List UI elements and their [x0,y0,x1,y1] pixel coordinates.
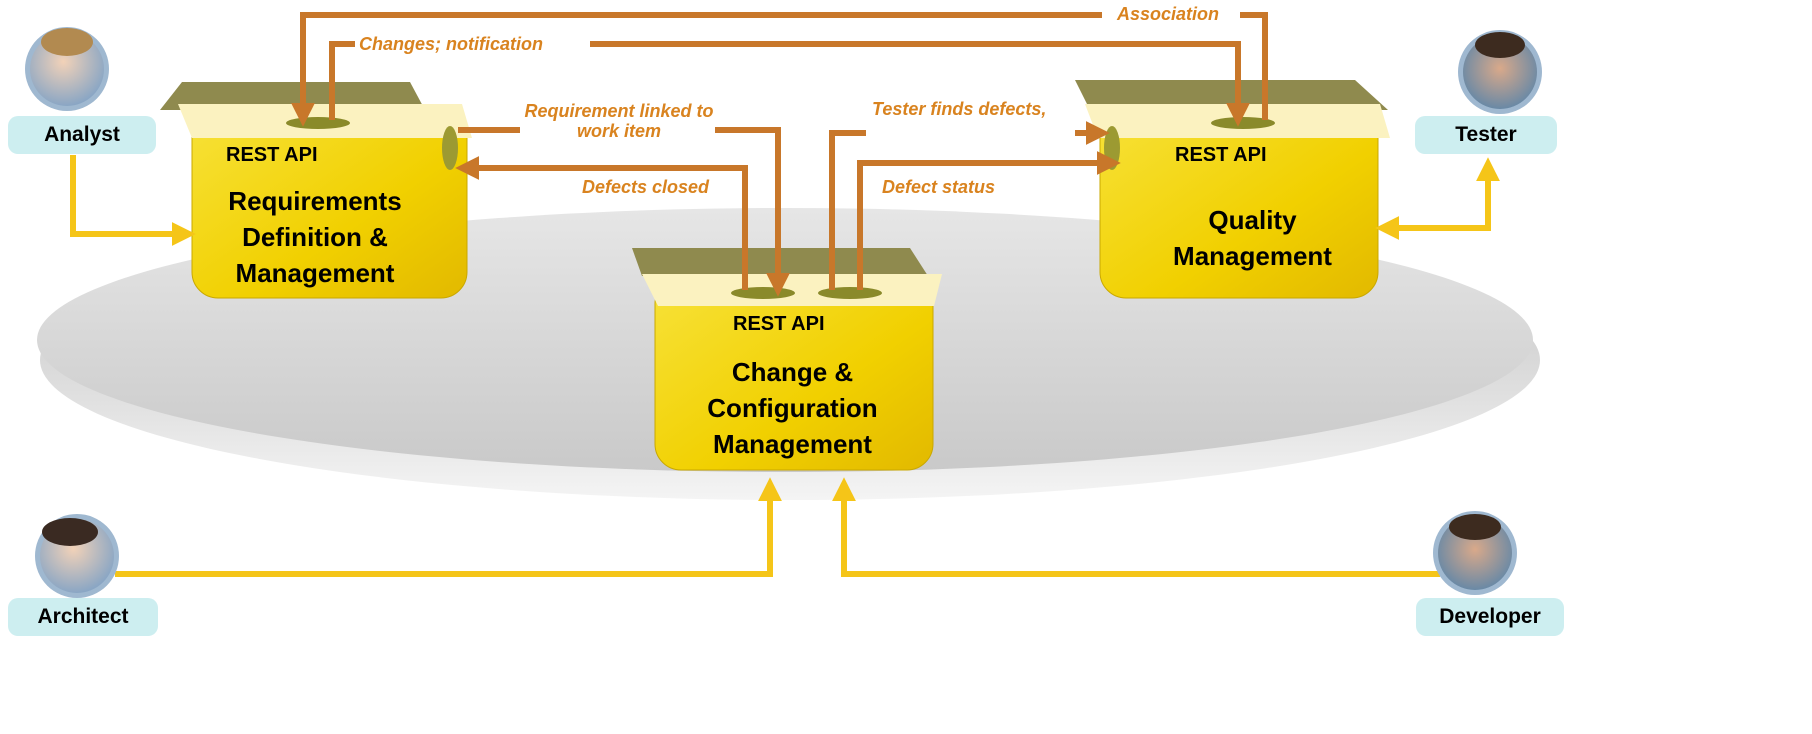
quality-box[interactable] [1075,80,1390,299]
developer-badge[interactable]: Developer [1416,598,1564,636]
tester-finds-defects-arrow [829,133,1099,290]
architect-arrow [115,477,782,577]
defect-status-label: Defect status [882,177,996,197]
requirement-linked-arrow [458,127,778,286]
analyst-label: Analyst [44,123,120,146]
tester-arrow [1386,157,1500,231]
requirement-linked-label: Requirement linked to work item [524,101,714,141]
architect-label: Architect [37,605,129,628]
defects-closed-arrow [455,156,748,290]
changes-notification-label: Changes; notification [359,34,543,54]
analyst-badge[interactable]: Analyst [8,116,156,154]
tester-avatar [1458,30,1542,114]
quality-api-label: REST API [1175,144,1267,166]
analyst-arrow [70,155,196,246]
requirements-box[interactable] [160,82,472,299]
association-arrow [303,12,1268,120]
developer-avatar [1433,511,1517,595]
architect-badge[interactable]: Architect [8,598,158,636]
tester-finds-defects-label: Tester finds defects, [872,99,1047,119]
tester-badge[interactable]: Tester [1415,116,1557,154]
integration-diagram [25,12,1542,598]
quality-title: Quality Management [1173,205,1332,271]
architect-avatar [35,514,119,598]
association-label: Association [1117,4,1220,24]
defects-closed-label: Defects closed [582,177,710,197]
tester-label: Tester [1455,123,1517,146]
requirements-title: Requirements Definition & Management [228,186,402,288]
change-title: Change & Configuration Management [707,357,878,459]
defect-status-arrow [857,151,1121,290]
developer-arrow [832,477,1440,577]
analyst-avatar [25,27,109,111]
developer-label: Developer [1439,605,1541,628]
change-api-label: REST API [733,313,825,335]
requirements-api-label: REST API [226,144,318,166]
changes-notification-arrow [329,41,1238,120]
